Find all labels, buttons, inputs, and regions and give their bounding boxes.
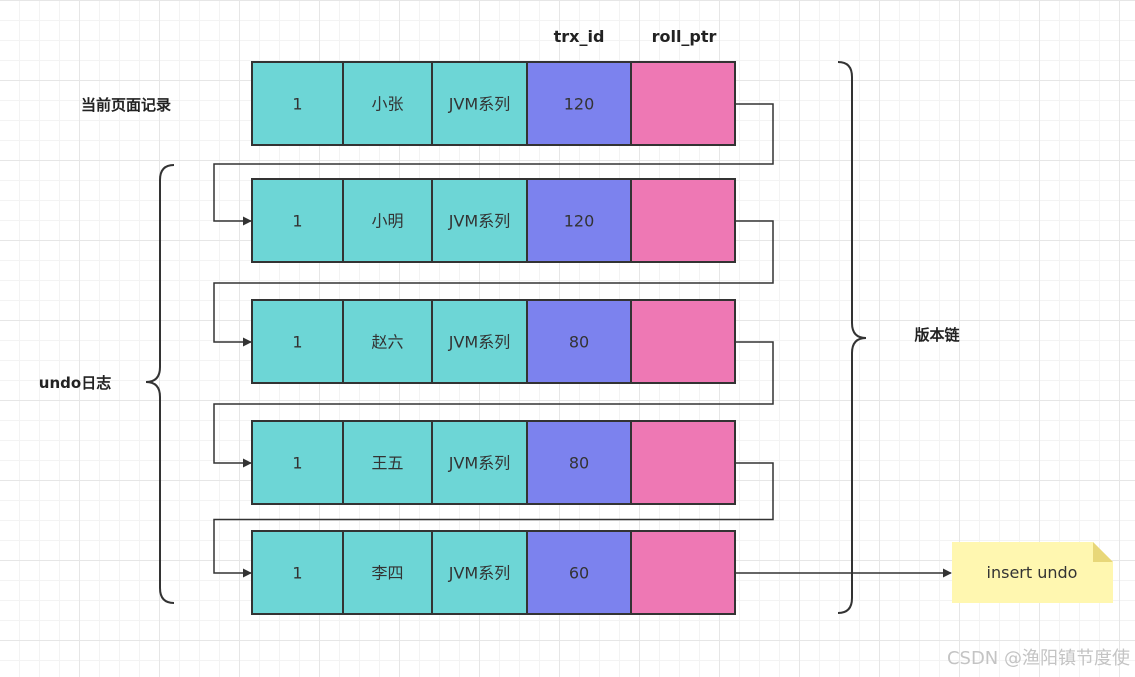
note-fold (1093, 542, 1113, 562)
trx-id-cell (526, 530, 632, 615)
record-row: 1 小张 JVM系列 120 (251, 61, 736, 146)
id-cell (251, 420, 344, 505)
id-cell-text: 1 (292, 564, 302, 583)
trx-id-cell-text: 60 (569, 564, 589, 583)
record-row: 1 李四 JVM系列 60 (251, 530, 736, 615)
id-cell (251, 299, 344, 384)
name-cell-text: 小张 (371, 95, 403, 114)
version-chain-brace (837, 61, 867, 614)
label-undo-log: undo日志 (39, 374, 111, 392)
name-cell-text: 小明 (371, 212, 403, 231)
roll-ptr-arrow (213, 103, 774, 226)
trx-id-cell-text: 120 (564, 212, 595, 231)
roll-ptr-connectors (213, 103, 952, 578)
group-cell-text: JVM系列 (448, 212, 510, 231)
name-cell (342, 530, 433, 615)
undo-log-brace (145, 164, 175, 604)
name-cell-text: 李四 (371, 564, 403, 583)
roll-ptr-cell (630, 530, 736, 615)
trx-id-cell (526, 299, 632, 384)
trx-id-cell (526, 178, 632, 263)
group-cell-text: JVM系列 (448, 333, 510, 352)
watermark: CSDN @渔阳镇节度使 (947, 648, 1130, 669)
id-cell (251, 178, 344, 263)
id-cell-text: 1 (292, 95, 302, 114)
name-cell-text: 赵六 (371, 333, 403, 352)
group-cell-text: JVM系列 (448, 95, 510, 114)
trx-id-cell-text: 80 (569, 333, 589, 352)
name-cell (342, 178, 433, 263)
id-cell-text: 1 (292, 454, 302, 473)
name-cell (342, 61, 433, 146)
group-cell (431, 61, 528, 146)
group-cell-text: JVM系列 (448, 454, 510, 473)
name-cell (342, 420, 433, 505)
id-cell (251, 530, 344, 615)
id-cell-text: 1 (292, 333, 302, 352)
id-cell (251, 61, 344, 146)
roll-ptr-arrow (213, 341, 774, 468)
trx-id-cell (526, 420, 632, 505)
group-cell (431, 178, 528, 263)
label-version-chain: 版本链 (914, 326, 960, 344)
roll-ptr-cell (630, 299, 736, 384)
record-rows: 1 小张 JVM系列 120 1 小明 JVM系列 120 1 赵六 JVM系列 80 1 王五 JVM系列… (251, 61, 736, 615)
record-row: 1 小明 JVM系列 120 (251, 178, 736, 263)
record-row: 1 赵六 JVM系列 80 (251, 299, 736, 384)
note-body (952, 542, 1113, 603)
note-label: insert undo (987, 563, 1078, 582)
name-cell (342, 299, 433, 384)
roll-ptr-arrow (213, 220, 774, 347)
group-cell (431, 530, 528, 615)
insert-undo-note: insert undo (952, 542, 1113, 603)
group-cell-text: JVM系列 (448, 564, 510, 583)
roll-ptr-cell (630, 178, 736, 263)
roll-ptr-arrow (213, 462, 774, 578)
roll-ptr-cell (630, 61, 736, 146)
record-row: 1 王五 JVM系列 80 (251, 420, 736, 505)
id-cell-text: 1 (292, 212, 302, 231)
header-roll-ptr: roll_ptr (652, 27, 717, 46)
label-current-record: 当前页面记录 (81, 96, 171, 114)
header-trx-id: trx_id (554, 27, 605, 46)
trx-id-cell-text: 120 (564, 95, 595, 114)
name-cell-text: 王五 (371, 454, 403, 473)
trx-id-cell-text: 80 (569, 454, 589, 473)
roll-ptr-cell (630, 420, 736, 505)
